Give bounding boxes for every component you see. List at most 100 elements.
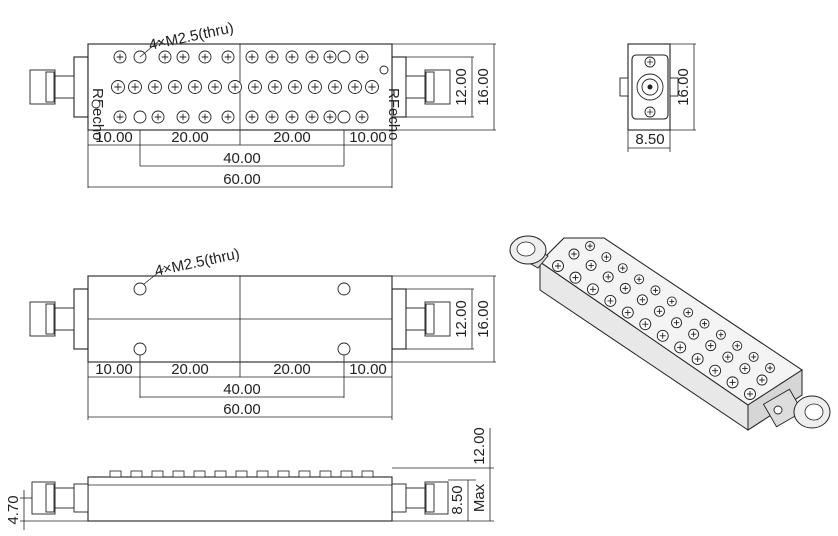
end-dim-16: 16.00 bbox=[675, 68, 692, 106]
side-screw-head bbox=[172, 470, 185, 478]
bottom-dim-20-left: 20.00 bbox=[171, 361, 209, 378]
side-screw-head bbox=[151, 470, 164, 478]
screw-icon bbox=[688, 328, 700, 340]
side-screw-heads bbox=[109, 470, 374, 478]
bottom-dim-10-left: 10.00 bbox=[95, 361, 133, 378]
screw-icon bbox=[739, 363, 751, 374]
screw-icon bbox=[722, 351, 734, 363]
screw-icon bbox=[151, 110, 165, 124]
top-view: RFecho RFecho 4×M2.5(thru) 10.00 20.00 2… bbox=[29, 19, 496, 188]
top-mount-hole bbox=[337, 50, 351, 64]
screw-icon bbox=[113, 110, 127, 124]
screw-icon bbox=[176, 50, 190, 64]
screw-icon bbox=[323, 110, 337, 124]
screw-icon bbox=[288, 80, 302, 94]
screw-icon bbox=[285, 50, 299, 64]
screw-icon bbox=[208, 80, 222, 94]
side-screw-head bbox=[277, 470, 290, 478]
screw-icon bbox=[568, 248, 580, 260]
screw-icon bbox=[113, 50, 127, 64]
screw-icon bbox=[305, 50, 319, 64]
side-left-connector bbox=[31, 481, 89, 515]
side-dim-max: Max bbox=[471, 483, 488, 512]
screw-icon bbox=[602, 271, 614, 283]
screw-icon bbox=[569, 271, 582, 284]
bottom-right-connector bbox=[405, 301, 451, 337]
screw-icon bbox=[666, 296, 677, 307]
side-screw-head bbox=[235, 470, 248, 478]
top-note-leader bbox=[139, 39, 161, 58]
screw-icon bbox=[323, 50, 337, 64]
screw-icon bbox=[726, 376, 739, 389]
top-brand-right: RFecho bbox=[385, 88, 402, 141]
top-small-hole bbox=[379, 65, 389, 75]
end-dim-8-50: 8.50 bbox=[635, 131, 664, 148]
screw-icon bbox=[245, 50, 259, 64]
top-dim-40: 40.00 bbox=[223, 150, 261, 167]
screw-icon bbox=[176, 110, 190, 124]
screw-icon bbox=[228, 80, 242, 94]
screw-icon bbox=[365, 80, 379, 94]
screw-icon bbox=[198, 110, 212, 124]
screw-icon bbox=[683, 307, 694, 318]
bottom-dim-10-right: 10.00 bbox=[349, 361, 387, 378]
screw-icon bbox=[355, 50, 369, 64]
screw-icon bbox=[744, 388, 756, 400]
screw-icon bbox=[221, 50, 235, 64]
top-dim-20-left: 20.00 bbox=[171, 129, 209, 146]
screw-icon bbox=[285, 110, 299, 124]
top-left-flange bbox=[73, 56, 89, 118]
screw-icon bbox=[748, 351, 759, 362]
screw-icon bbox=[604, 294, 617, 307]
screw-icon bbox=[586, 283, 599, 296]
bottom-dim-20-right: 20.00 bbox=[273, 361, 311, 378]
screw-icon bbox=[674, 341, 687, 354]
top-dim-10-right: 10.00 bbox=[349, 129, 387, 146]
screw-icon bbox=[355, 110, 369, 124]
side-right-connector bbox=[391, 481, 449, 515]
screw-icon bbox=[245, 110, 259, 124]
side-view: 4.70 8.50 12.00 Max bbox=[5, 427, 494, 530]
screw-icon bbox=[654, 305, 665, 317]
bottom-view: 4×M2.5(thru) 10.00 20.00 20.00 10.00 40.… bbox=[29, 245, 496, 420]
top-dim-12: 12.00 bbox=[453, 68, 470, 106]
screw-icon bbox=[328, 80, 342, 94]
side-screw-head bbox=[193, 470, 206, 478]
screw-icon bbox=[699, 318, 710, 329]
screw-icon bbox=[111, 80, 125, 94]
side-screw-head bbox=[109, 470, 122, 478]
screw-icon bbox=[671, 317, 682, 329]
screw-icon bbox=[268, 80, 282, 94]
screw-icon bbox=[552, 260, 564, 272]
screw-icon bbox=[308, 80, 322, 94]
screw-icon bbox=[634, 274, 645, 285]
top-dim-10-left: 10.00 bbox=[95, 129, 133, 146]
side-screw-head bbox=[361, 470, 374, 478]
screw-icon bbox=[621, 306, 634, 319]
bottom-hole-br bbox=[337, 342, 351, 356]
top-dim-60: 60.00 bbox=[223, 171, 261, 188]
bottom-hole-tr bbox=[337, 282, 351, 296]
side-view-body bbox=[87, 476, 393, 522]
iso-right-connector bbox=[762, 388, 831, 429]
screw-icon bbox=[305, 110, 319, 124]
screw-icon bbox=[265, 110, 279, 124]
screw-icon bbox=[656, 329, 669, 342]
screw-icon bbox=[148, 80, 162, 94]
screw-icon bbox=[585, 260, 597, 271]
screw-icon bbox=[705, 340, 717, 352]
screw-icon bbox=[265, 50, 279, 64]
screw-icon bbox=[248, 80, 262, 94]
bottom-dim-16: 16.00 bbox=[475, 300, 492, 338]
top-mount-hole bbox=[133, 110, 147, 124]
side-screw-head bbox=[319, 470, 332, 478]
end-view: 16.00 8.50 bbox=[619, 43, 696, 152]
screw-icon bbox=[650, 285, 661, 296]
bottom-left-connector bbox=[29, 301, 75, 337]
screw-icon bbox=[198, 50, 212, 64]
screw-icon bbox=[188, 80, 202, 94]
side-dim-4-70: 4.70 bbox=[5, 495, 22, 524]
screw-icon bbox=[221, 110, 235, 124]
screw-icon bbox=[168, 80, 182, 94]
